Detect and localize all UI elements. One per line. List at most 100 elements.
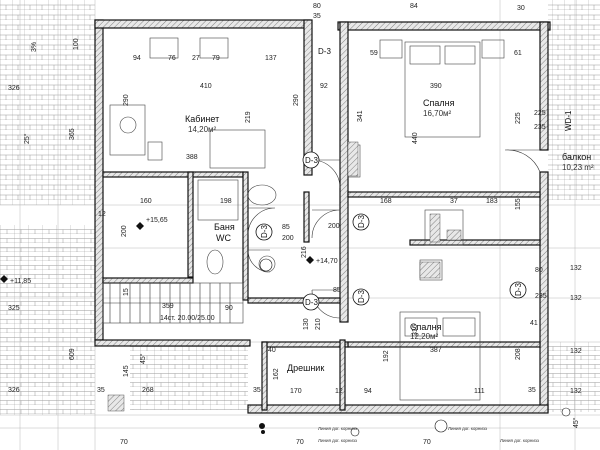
- door-tag-d3-f: D-3: [357, 290, 366, 303]
- svg-text:15: 15: [123, 288, 130, 296]
- svg-text:341: 341: [357, 110, 364, 122]
- svg-text:70: 70: [296, 439, 304, 446]
- roof-tiles-bottom-mid: [130, 342, 248, 410]
- svg-text:3%: 3%: [31, 42, 38, 52]
- svg-text:216: 216: [301, 246, 308, 258]
- room-area-cabinet: 14,20м²: [188, 125, 217, 134]
- svg-text:45°: 45°: [139, 353, 147, 364]
- level-markers: [0, 222, 314, 283]
- svg-text:94: 94: [133, 55, 141, 62]
- svg-text:35: 35: [528, 387, 536, 394]
- svg-text:387: 387: [430, 347, 442, 354]
- svg-text:440: 440: [412, 132, 419, 144]
- svg-text:326: 326: [8, 387, 20, 394]
- svg-text:41: 41: [530, 320, 538, 327]
- svg-text:132: 132: [570, 295, 582, 302]
- level-3: +11,85: [10, 278, 31, 285]
- svg-text:200: 200: [121, 225, 128, 237]
- door-tag-d3-e: D-3: [305, 298, 318, 307]
- room-name-bath: Баня: [214, 222, 235, 232]
- svg-text:290: 290: [123, 94, 130, 106]
- exterior-walls: [94, 19, 551, 414]
- svg-text:90: 90: [225, 305, 233, 312]
- door-swings: [247, 149, 541, 319]
- door-tag-d3-d: D-3: [357, 215, 366, 228]
- svg-text:12: 12: [98, 211, 106, 218]
- roof-tiles-left: [0, 0, 95, 205]
- note-1: Линия дог. корнизз: [318, 426, 357, 431]
- svg-text:235: 235: [535, 293, 547, 300]
- room-name-balcony: балкон: [562, 152, 591, 162]
- svg-text:359: 359: [162, 303, 174, 310]
- room-name-bath-wc: WC: [216, 233, 231, 243]
- svg-text:316: 316: [412, 324, 419, 336]
- roof-tiles-bottom-left: [0, 225, 95, 415]
- svg-text:35: 35: [97, 387, 105, 394]
- svg-text:183: 183: [486, 198, 498, 205]
- svg-text:25°: 25°: [23, 133, 31, 144]
- svg-text:225: 225: [534, 110, 546, 117]
- svg-text:35: 35: [253, 387, 261, 394]
- svg-text:268: 268: [142, 387, 154, 394]
- svg-text:80: 80: [313, 3, 321, 10]
- cabinet-furniture: [109, 37, 266, 169]
- roof-tiles-bottom-right: [545, 342, 600, 412]
- svg-text:61: 61: [514, 50, 522, 57]
- door-tag-d3-c: D-3: [260, 225, 269, 238]
- note-3: Линия дог. корнизз: [448, 426, 487, 431]
- door-tag-d3-a: D-3: [318, 47, 331, 56]
- room-name-bedroom2: Спалня: [410, 322, 442, 332]
- svg-text:200: 200: [328, 223, 340, 230]
- svg-text:100: 100: [73, 38, 80, 50]
- svg-text:235: 235: [534, 124, 546, 131]
- dimension-labels: 80 35 84 30 100 3% 94 76 27 79 137 92 41…: [8, 3, 582, 446]
- svg-text:130: 130: [303, 318, 310, 330]
- room-area-bedroom1: 16,70м²: [423, 109, 452, 118]
- svg-text:326: 326: [8, 85, 20, 92]
- note-4: Линия дог. корнизз: [500, 438, 539, 443]
- room-area-bedroom2: 12,20м²: [410, 332, 439, 341]
- svg-text:85: 85: [282, 224, 290, 231]
- svg-text:70: 70: [423, 439, 431, 446]
- svg-text:290: 290: [293, 94, 300, 106]
- svg-text:132: 132: [570, 388, 582, 395]
- level-2: +14,70: [316, 258, 338, 265]
- svg-text:210: 210: [315, 318, 322, 330]
- svg-text:111: 111: [474, 388, 485, 395]
- interior-walls: [102, 171, 541, 411]
- svg-text:30: 30: [517, 5, 525, 12]
- stair-label: 14ст. 20.00/25.00: [160, 315, 215, 322]
- room-name-bedroom1: Спалня: [423, 98, 455, 108]
- svg-text:94: 94: [364, 388, 372, 395]
- svg-text:609: 609: [69, 348, 76, 360]
- svg-text:132: 132: [570, 348, 582, 355]
- svg-text:84: 84: [410, 3, 418, 10]
- svg-text:208: 208: [515, 348, 522, 360]
- svg-text:219: 219: [245, 111, 252, 123]
- svg-text:40: 40: [268, 347, 276, 354]
- svg-text:80: 80: [535, 267, 543, 274]
- stair: [102, 282, 244, 324]
- room-area-balcony: 10,23 m²: [562, 163, 594, 172]
- svg-text:145: 145: [123, 365, 130, 377]
- svg-text:200: 200: [282, 235, 294, 242]
- radiators: [107, 141, 462, 412]
- svg-text:168: 168: [380, 198, 392, 205]
- svg-text:37: 37: [450, 198, 458, 205]
- svg-text:170: 170: [290, 388, 302, 395]
- room-name-cabinet: Кабинет: [185, 114, 219, 124]
- svg-text:45°: 45°: [572, 417, 580, 428]
- svg-text:70: 70: [120, 439, 128, 446]
- roof-tiles-right: [548, 0, 600, 200]
- svg-text:132: 132: [570, 265, 582, 272]
- svg-text:92: 92: [320, 83, 328, 90]
- svg-text:390: 390: [430, 83, 442, 90]
- level-1: +15,65: [146, 217, 168, 224]
- room-name-closet: Дрешник: [287, 363, 324, 373]
- note-2: Линия дог. корнизз: [318, 438, 357, 443]
- door-tag-circles: [255, 151, 527, 433]
- svg-text:225: 225: [515, 112, 522, 124]
- svg-text:85: 85: [333, 287, 341, 294]
- svg-text:59: 59: [370, 50, 378, 57]
